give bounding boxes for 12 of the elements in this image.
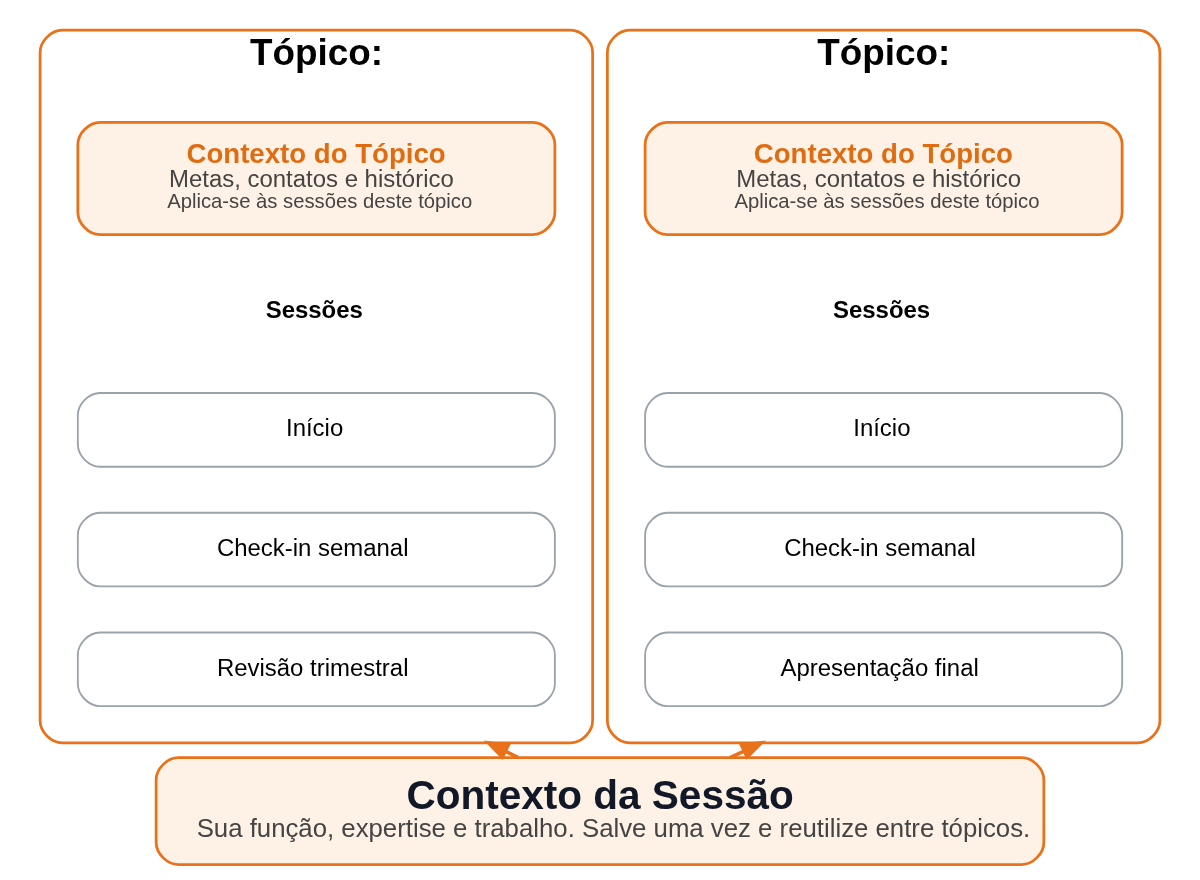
node-box: Check-in semanal <box>644 511 1124 588</box>
node-box: Início <box>644 392 1124 468</box>
node-box: Contexto da Sessão Sua função, expertise e trabalho. Salve uma vez e reutilize entre tópicos. <box>154 756 1046 866</box>
label: Sessões <box>832 296 931 324</box>
node-box: Revisão trimestral <box>76 631 556 708</box>
node-box: Apresentação final <box>644 631 1124 708</box>
arrow <box>729 740 766 760</box>
node-box: Contexto do Tópico Metas, contatos e histórico Aplica-se às sessões deste tópico <box>76 120 557 236</box>
node-box: Contexto do Tópico Metas, contatos e histórico Aplica-se às sessões deste tópico <box>643 120 1124 236</box>
node-box: Check-in semanal <box>76 511 556 588</box>
label: Sessões <box>265 296 363 324</box>
node-box: Início <box>76 392 556 468</box>
